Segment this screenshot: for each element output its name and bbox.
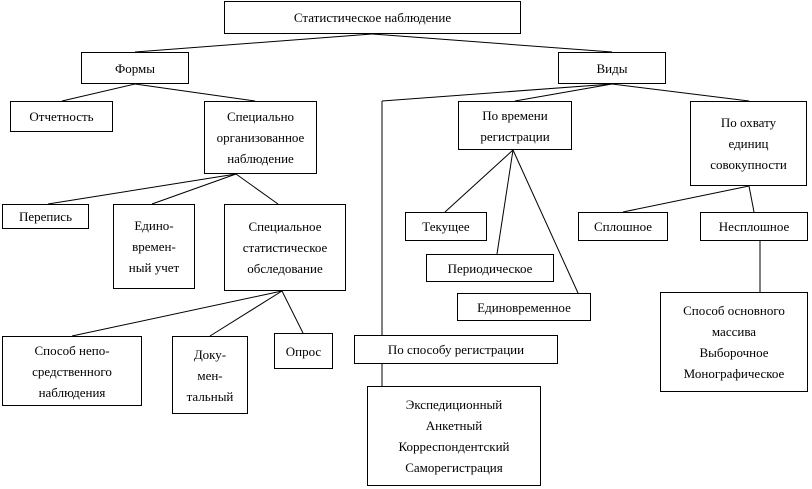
edge-special-census: [47, 173, 237, 205]
edge-special-survey: [235, 173, 279, 205]
node-single-label: Единовременное: [477, 299, 571, 315]
node-special-survey: Специальное статистическое обследование: [224, 204, 346, 291]
node-complete-label: Сплошное: [593, 219, 652, 234]
edge-survey-documentary: [209, 290, 283, 337]
edge-survey-direct: [71, 290, 283, 337]
node-special-organized-label: Специально организованное наблюдение: [216, 109, 305, 166]
edge-kinds-method: [381, 83, 613, 102]
node-current: Текущее: [405, 212, 487, 241]
node-current-label: Текущее: [422, 219, 470, 234]
node-special-organized: Специально организованное наблюдение: [204, 101, 317, 174]
node-census: Перепись: [2, 204, 89, 229]
edge-root-forms: [134, 33, 373, 53]
edge-coverage-complete: [622, 185, 750, 213]
node-kinds: Виды: [558, 52, 666, 84]
node-root-label: Статистическое наблюдение: [293, 10, 452, 25]
node-by-coverage-label: По охвату единиц совокупности: [710, 115, 787, 172]
edge-time-single: [512, 149, 579, 294]
node-periodic-label: Периодическое: [447, 260, 533, 276]
node-by-time-label: По времени регистрации: [480, 107, 550, 144]
node-incomplete-methods: Способ основного массива Выборочное Моно…: [660, 292, 808, 392]
node-by-coverage: По охвату единиц совокупности: [690, 101, 807, 186]
node-documentary-label: Доку- мен- тальный: [186, 346, 234, 404]
node-forms: Формы: [81, 52, 189, 84]
node-reporting-label: Отчетность: [29, 109, 94, 124]
edge-special-onetime: [151, 173, 237, 205]
node-by-method-label: По способу регистрации: [387, 342, 525, 357]
node-incomplete-label: Несплошное: [718, 219, 790, 234]
node-methods-list: Экспедиционный Анкетный Корреспондентски…: [367, 386, 541, 486]
node-forms-label: Формы: [114, 60, 156, 76]
edge-forms-reporting: [61, 83, 136, 102]
edge-time-current: [444, 149, 514, 213]
node-single: Единовременное: [457, 293, 591, 321]
node-periodic: Периодическое: [426, 254, 554, 282]
edge-time-periodic: [496, 149, 514, 255]
node-root: Статистическое наблюдение: [224, 1, 521, 34]
node-one-time-account-label: Едино- времен- ный учет: [128, 218, 180, 275]
node-reporting: Отчетность: [10, 101, 113, 132]
node-direct-observation-label: Способ непо- средственного наблюдения: [32, 342, 112, 400]
edge-root-kinds: [371, 33, 613, 53]
edge-coverage-incomplete: [748, 185, 755, 213]
node-by-method: По способу регистрации: [354, 335, 558, 364]
node-poll-label: Опрос: [285, 343, 322, 359]
node-direct-observation: Способ непо- средственного наблюдения: [2, 336, 142, 406]
node-incomplete: Несплошное: [700, 212, 808, 241]
node-documentary: Доку- мен- тальный: [172, 336, 248, 414]
edge-survey-poll: [281, 290, 304, 334]
node-kinds-label: Виды: [596, 60, 628, 76]
edge-forms-special: [134, 83, 256, 102]
node-one-time-account: Едино- времен- ный учет: [113, 204, 195, 289]
edge-kinds-coverage: [611, 83, 750, 102]
node-complete: Сплошное: [578, 212, 668, 241]
node-census-label: Перепись: [18, 209, 73, 224]
node-poll: Опрос: [274, 333, 333, 369]
edge-kinds-time: [514, 83, 613, 102]
node-special-survey-label: Специальное статистическое обследование: [242, 219, 328, 276]
node-methods-list-label: Экспедиционный Анкетный Корреспондентски…: [398, 397, 510, 475]
node-by-time: По времени регистрации: [458, 101, 572, 150]
node-incomplete-methods-label: Способ основного массива Выборочное Моно…: [683, 303, 785, 381]
